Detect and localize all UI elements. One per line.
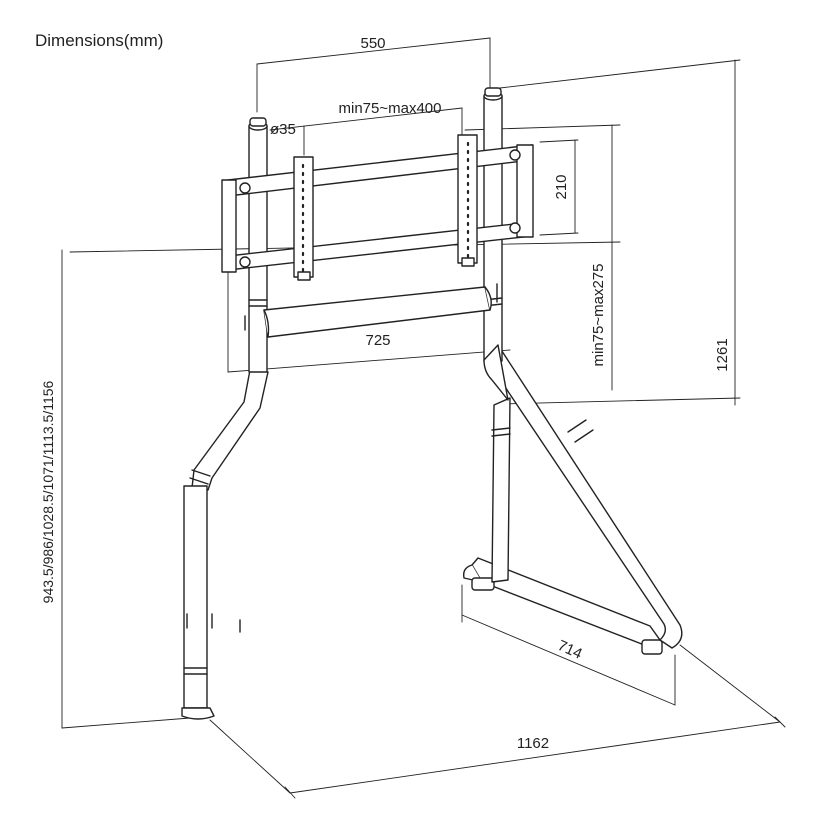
label-vesa-vertical: min75~max275	[590, 264, 607, 367]
dimension-labels: 550 ø35 min75~max400 210 min75~max275 12…	[40, 35, 731, 752]
diagram-title: Dimensions(mm)	[35, 31, 164, 50]
label-vesa-horizontal: min75~max400	[339, 100, 442, 117]
label-pole-diameter: ø35	[270, 121, 296, 138]
label-height-options: 943.5/986/1028.5/1071/1113.5/1156	[40, 380, 56, 603]
vesa-brackets	[293, 134, 478, 281]
label-total-height: 1261	[714, 338, 731, 371]
right-leg	[462, 344, 683, 655]
label-base-depth: 714	[555, 637, 585, 663]
label-base-width: 1162	[517, 735, 549, 752]
shelf	[263, 283, 498, 338]
label-shelf-width: 725	[365, 332, 390, 349]
left-leg	[181, 369, 269, 720]
label-bracket-height: 210	[553, 174, 570, 199]
label-post-spacing: 550	[360, 35, 385, 52]
dimension-lines	[61, 37, 786, 799]
